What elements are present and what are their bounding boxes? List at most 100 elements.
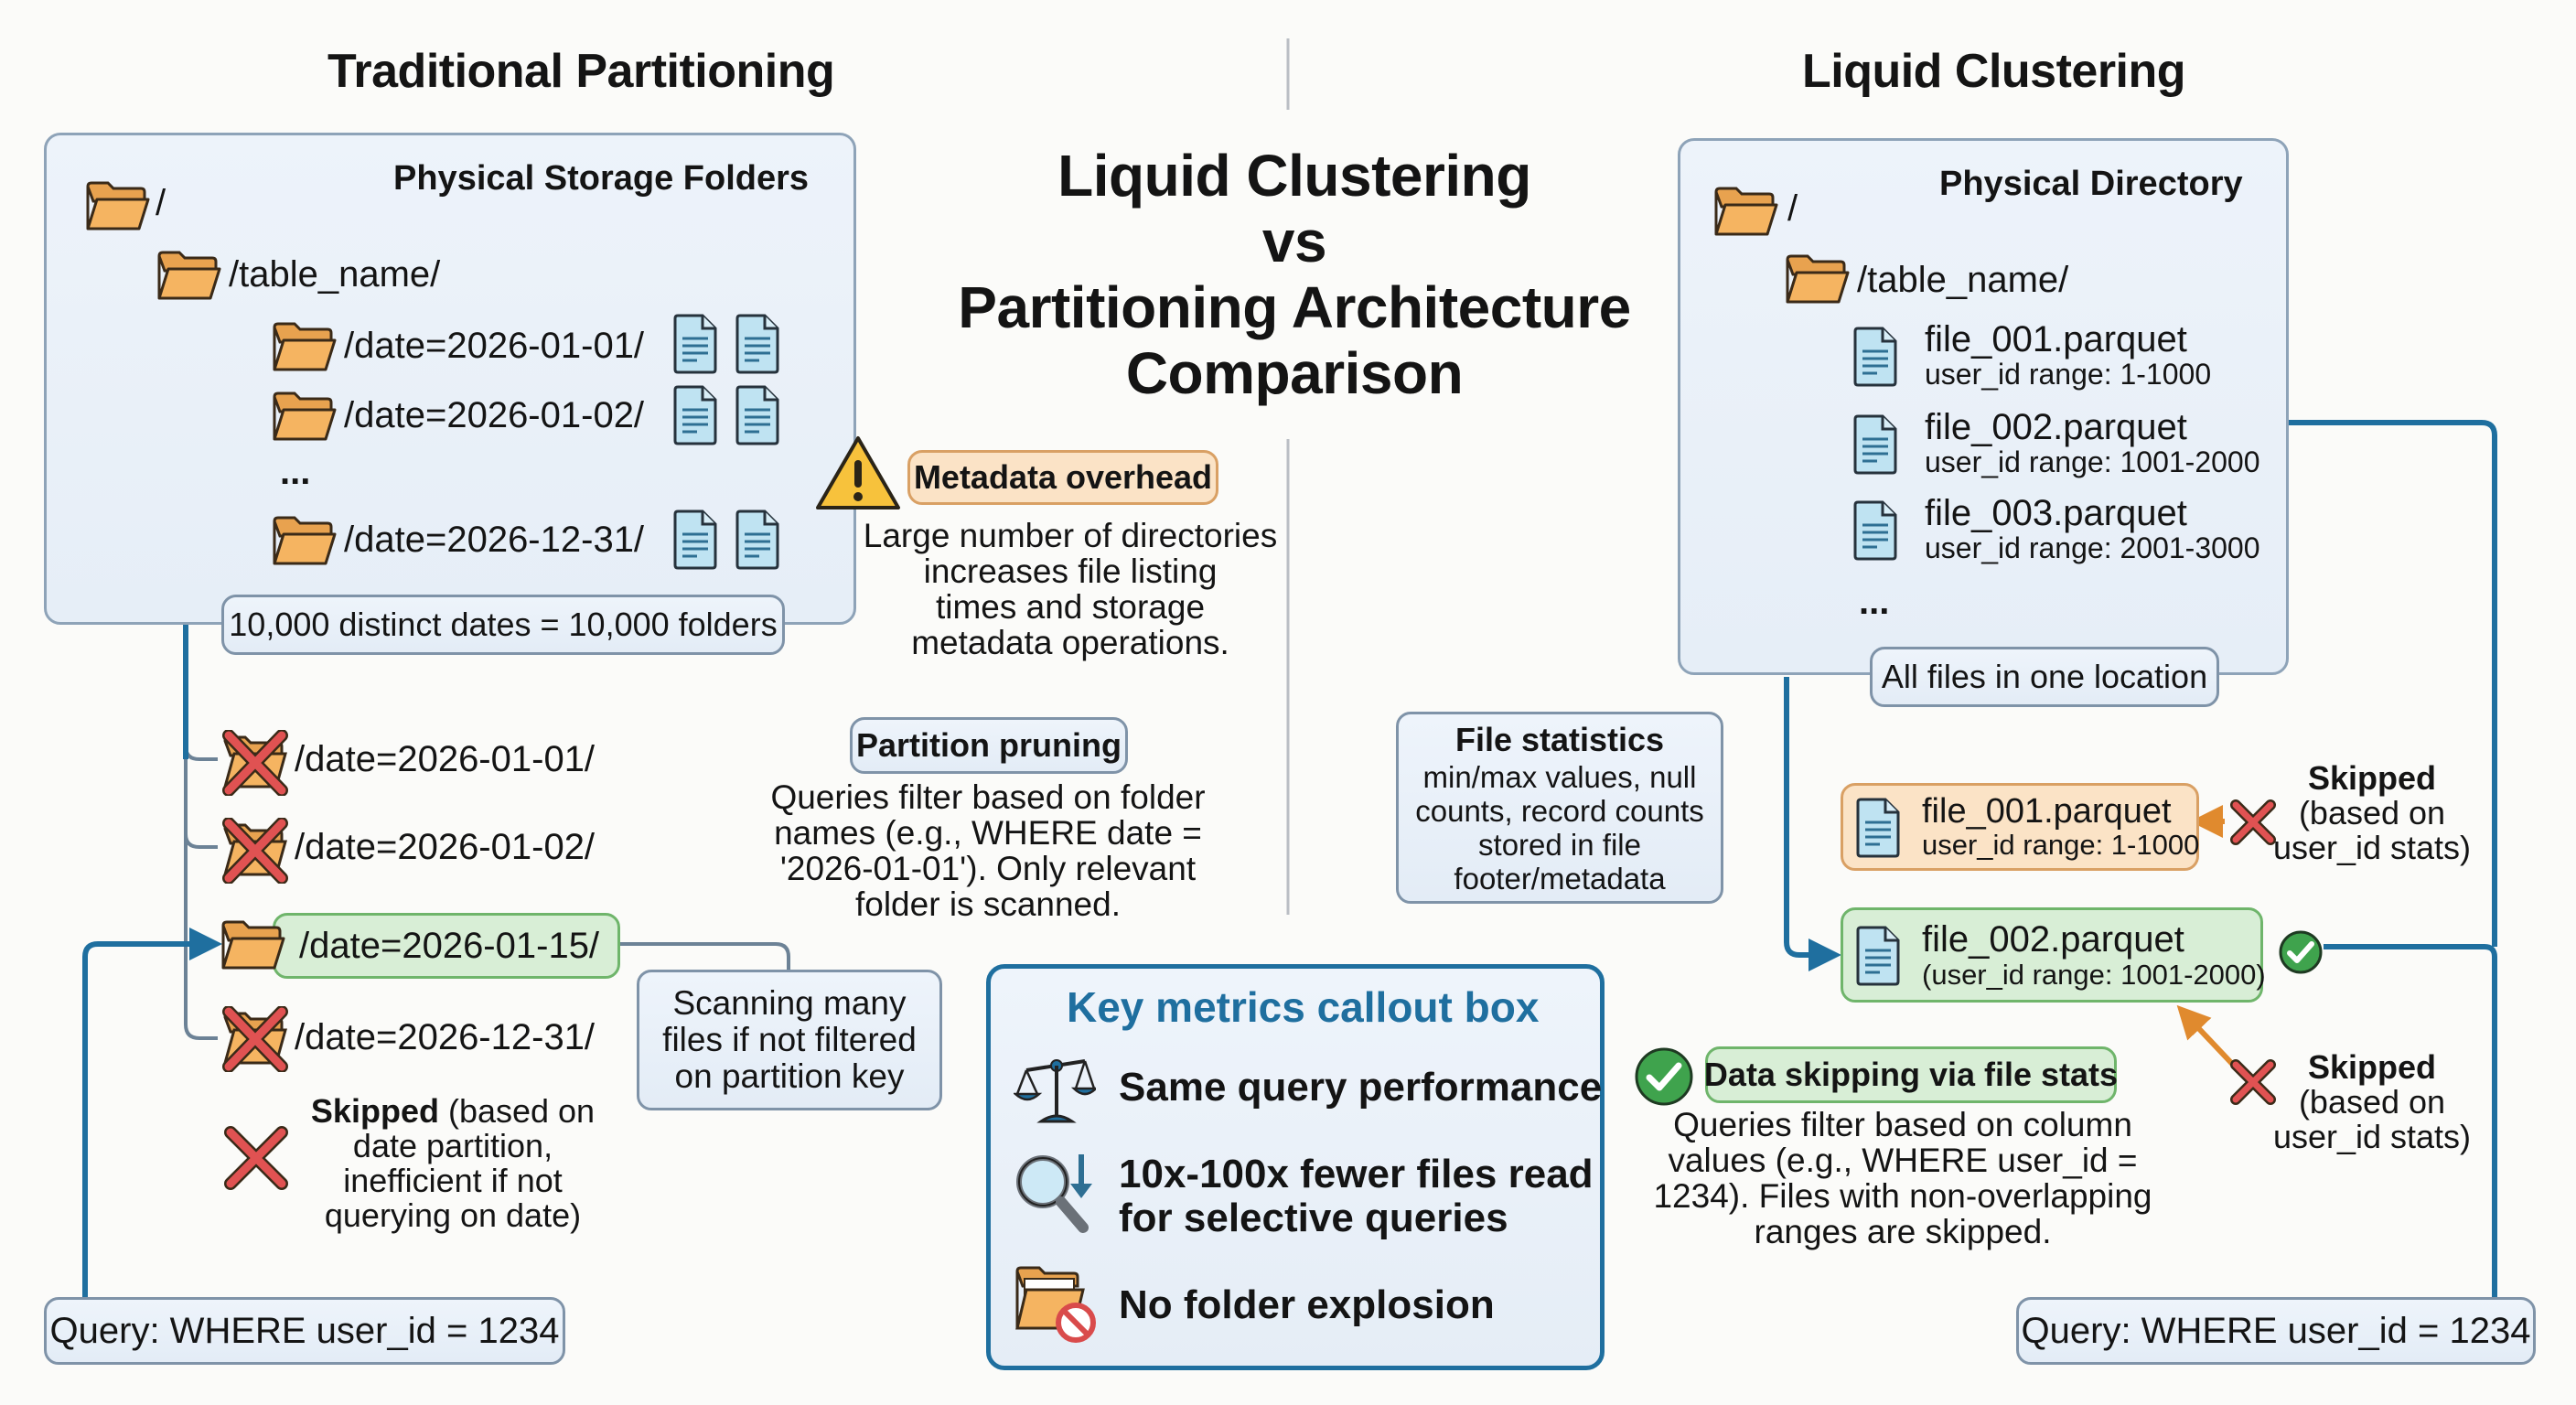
magnifier-down-icon (1014, 1151, 1096, 1241)
matched-file-text: file_002.parquet (user_id range: 1001-20… (1922, 919, 2266, 991)
partition-path: /date=2026-12-31/ (344, 520, 645, 560)
file-icon (1852, 499, 1899, 566)
file-name: file_001.parquet (1925, 319, 2187, 359)
folder-skipped-icon (220, 729, 289, 800)
skipped-note-line: date partition, (352, 1127, 553, 1164)
scan-branch-1 (184, 745, 218, 761)
scan-partition: /date=2026-01-02/ (295, 827, 596, 867)
folder-skipped-icon (220, 817, 289, 888)
skipped-file-text: file_001.parquet user_id range: 1-1000 (1922, 793, 2199, 861)
query-text: Query: WHERE user_id = 1234 (49, 1310, 560, 1351)
matched-file-card: file_002.parquet (user_id range: 1001-20… (1841, 907, 2266, 1003)
data-skipping-line: ranges are skipped. (1754, 1213, 2052, 1250)
location-label-text: All files in one location (1881, 658, 2208, 695)
scan-partition: /date=2026-12-31/ (295, 1017, 596, 1057)
folder-icon (271, 320, 337, 380)
table-name-path: /table_name/ (229, 254, 441, 295)
root-path: / (1787, 188, 1798, 229)
file-ellipsis: ... (1859, 582, 1890, 622)
physical-directory-title: Physical Directory (1939, 165, 2243, 203)
partition-path: /date=2026-01-01/ (344, 326, 645, 366)
data-skipping-desc: Queries filter based on column values (e… (1647, 1107, 2159, 1249)
skipped-note-line: inefficient if not (343, 1162, 563, 1199)
query-box-left[interactable]: Query: WHERE user_id = 1234 (44, 1297, 565, 1365)
check-circle-icon (1634, 1046, 1694, 1111)
arrow-to-matched-file (1784, 677, 1841, 971)
file-icon (671, 509, 719, 575)
file-stats-line: counts, record counts (1415, 794, 1704, 828)
metadata-overhead-tag: Metadata overhead (907, 450, 1218, 505)
folder-blocked-icon (1014, 1262, 1098, 1349)
folder-icon (84, 179, 150, 239)
metadata-desc-line: Large number of directories (863, 517, 1278, 554)
skip-arrow-2 (2176, 1004, 2237, 1068)
folder-icon (1784, 252, 1850, 312)
file-statistics-box: File statistics min/max values, null cou… (1396, 712, 1723, 904)
file-name: file_003.parquet (1925, 493, 2187, 533)
red-x-icon (2228, 1057, 2278, 1111)
page-title-line-2: vs (1261, 209, 1327, 274)
page-title-line-4: Comparison (1125, 340, 1464, 406)
file-stats-line: stored in file (1478, 828, 1641, 862)
scales-icon (1012, 1054, 1100, 1132)
scan-note-connector (618, 942, 790, 971)
folder-icon (156, 249, 221, 308)
metric-text: Same query performance (1119, 1065, 1603, 1110)
file-range: user_id range: 1-1000 (1925, 358, 2212, 391)
physical-storage-panel (44, 133, 856, 625)
metadata-overhead-desc: Large number of directories increases fi… (823, 518, 1317, 660)
page-title: Liquid Clustering vs Partitioning Archit… (928, 143, 1660, 406)
query-box-right[interactable]: Query: WHERE user_id = 1234 (2016, 1297, 2536, 1365)
file-stats-line: min/max values, null (1422, 760, 1697, 794)
file-range: user_id range: 2001-3000 (1925, 531, 2260, 564)
skipped-label: Skipped (2307, 1048, 2437, 1086)
left-section-title: Traditional Partitioning (327, 45, 835, 98)
folder-icon (271, 514, 337, 574)
metric-text: for selective queries (1119, 1196, 1508, 1240)
skipped-file-card: file_001.parquet user_id range: 1-1000 (1841, 783, 2199, 871)
right-section-title: Liquid Clustering (1802, 45, 2186, 98)
file-statistics-title: File statistics (1454, 721, 1665, 758)
key-metrics-callout (986, 964, 1605, 1370)
data-skipping-line: values (e.g., WHERE user_id = (1668, 1142, 2138, 1179)
file-stats-line: footer/metadata (1454, 862, 1666, 896)
pruning-desc-line: '2026-01-01'). Only relevant (779, 850, 1197, 887)
callout-title: Key metrics callout box (1067, 983, 1540, 1031)
skipped-line: user_id stats) (2272, 829, 2472, 866)
page-title-line-3: Partitioning Architecture (958, 274, 1631, 340)
skipped-note-line: querying on date) (324, 1196, 582, 1234)
page-title-line-1: Liquid Clustering (1057, 143, 1531, 209)
file-icon (1852, 413, 1899, 480)
folder-icon (220, 918, 285, 978)
query-line-right (2324, 944, 2497, 1303)
root-path: / (156, 183, 166, 223)
file-range: user_id range: 1-1000 (1922, 829, 2200, 861)
scan-partition: /date=2026-01-01/ (295, 739, 596, 779)
folder-count-label: 10,000 distinct dates = 10,000 folders (221, 595, 785, 655)
skipped-note: Skipped (based on date partition, ineffi… (302, 1094, 604, 1233)
arrow-to-file-002 (2248, 406, 2497, 947)
folder-skipped-icon (220, 1005, 289, 1077)
file-icon (1854, 797, 1902, 863)
folder-count-text: 10,000 distinct dates = 10,000 folders (229, 606, 778, 643)
data-skipping-line: 1234). Files with non-overlapping (1653, 1177, 2152, 1215)
query-text: Query: WHERE user_id = 1234 (2021, 1310, 2531, 1351)
partition-path: /date=2026-01-02/ (344, 395, 645, 435)
file-range: user_id range: 1001-2000 (1925, 445, 2260, 478)
file-entry: file_001.parquet user_id range: 1-1000 (1925, 320, 2211, 390)
skipped-line: (based on (2298, 1083, 2446, 1121)
file-icon (734, 384, 781, 451)
check-circle-icon (2278, 929, 2324, 980)
metadata-desc-line: metadata operations. (911, 624, 1229, 661)
partition-ellipsis: ... (280, 452, 311, 492)
table-name-path: /table_name/ (1857, 260, 2069, 300)
folder-icon (271, 390, 337, 449)
file-icon (734, 313, 781, 380)
scan-note-line: on partition key (674, 1057, 905, 1095)
scan-note-line: Scanning many (672, 984, 907, 1022)
file-icon (671, 313, 719, 380)
data-skipping-label: Data skipping via file stats (1703, 1056, 2119, 1093)
pruning-desc-line: names (e.g., WHERE date = (774, 814, 1202, 852)
data-skipping-tag: Data skipping via file stats (1703, 1046, 2119, 1103)
metadata-overhead-label: Metadata overhead (913, 458, 1213, 496)
